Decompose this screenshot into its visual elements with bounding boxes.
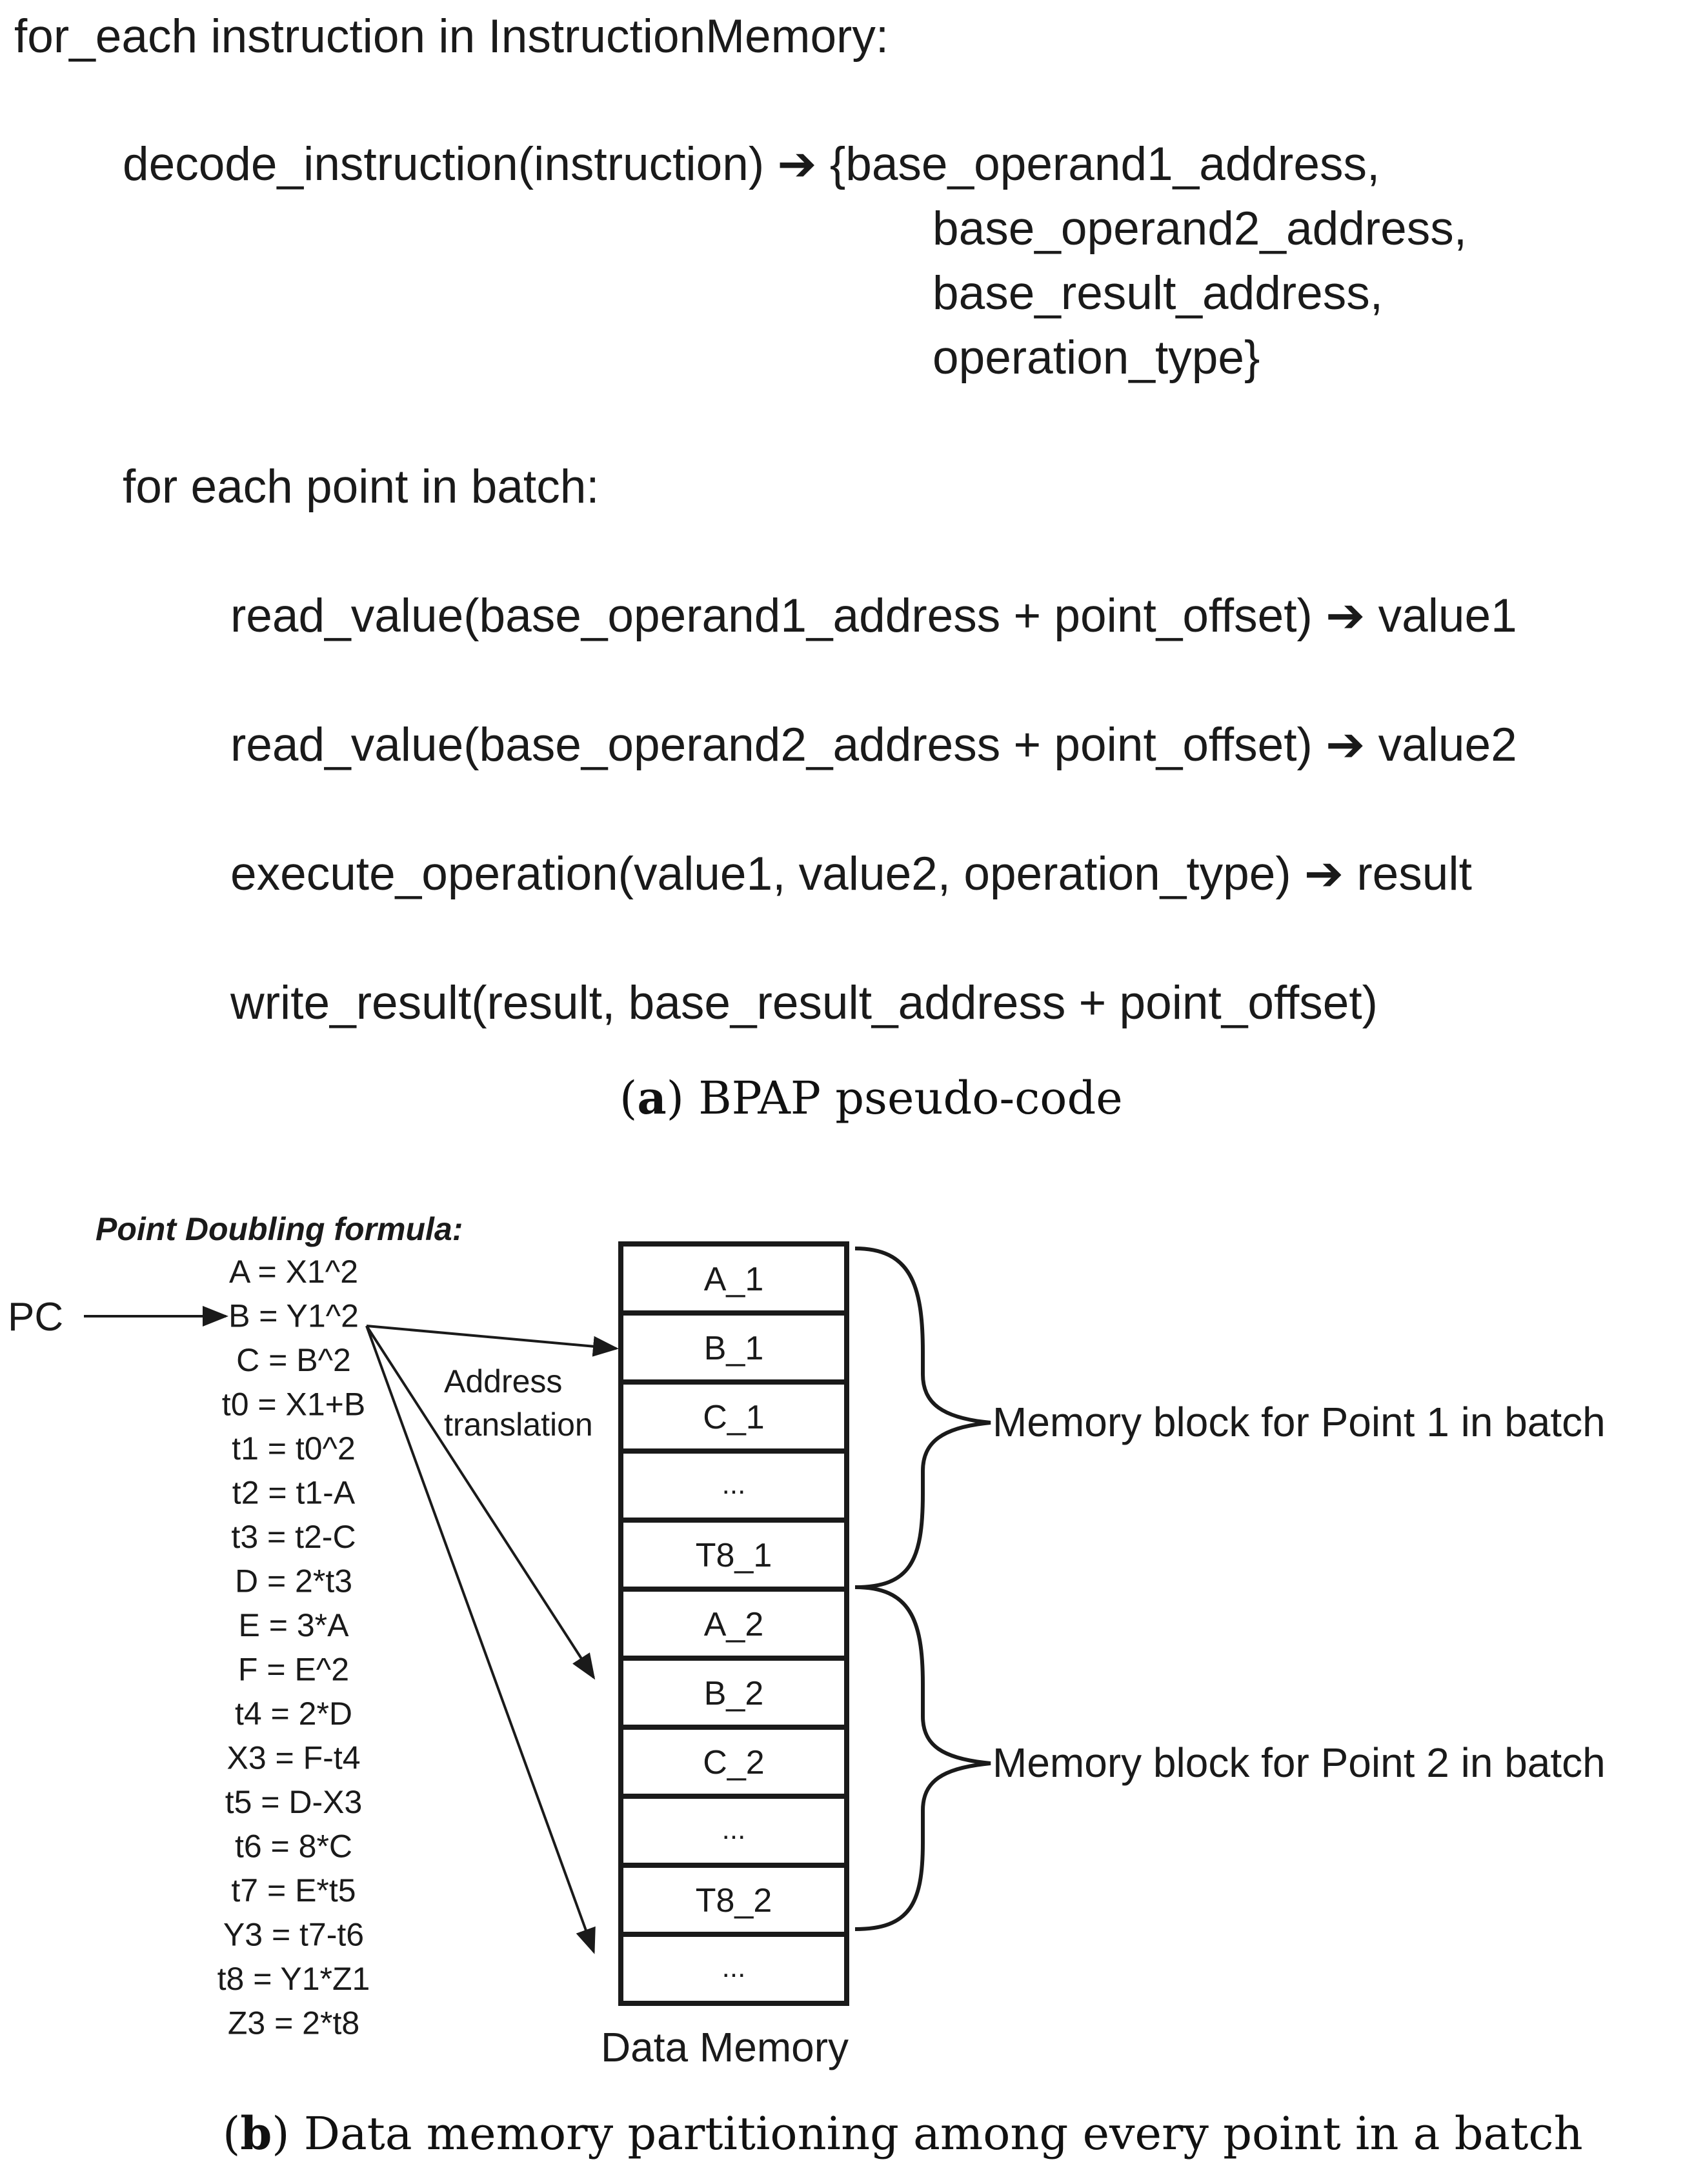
- address-translation-label-1: Address: [444, 1363, 562, 1399]
- formula-line: t7 = E*t5: [231, 1872, 356, 1908]
- memory-cell-label: T8_2: [696, 1882, 772, 1919]
- code-line-write-result: write_result(result, base_result_address…: [230, 977, 1378, 1029]
- formula-line: B = Y1^2: [228, 1298, 359, 1334]
- caption-b-text: Data memory partitioning among every poi…: [289, 2107, 1583, 2160]
- formula-line: t1 = t0^2: [232, 1430, 356, 1467]
- memory-cell-label: C_1: [703, 1399, 764, 1436]
- formula-line: E = 3*A: [239, 1607, 350, 1643]
- caption-a-text: BPAP pseudo-code: [683, 1072, 1123, 1125]
- memory-cell-label: ...: [722, 1952, 746, 1983]
- memory-cell-label: C_2: [703, 1744, 764, 1781]
- code-line-outer-loop: for_each instruction in InstructionMemor…: [14, 10, 889, 63]
- memory-cell-label: B_1: [704, 1330, 764, 1367]
- memory-cell-label: A_2: [704, 1606, 764, 1643]
- memory-cell-label: B_2: [704, 1675, 764, 1712]
- code-line-decode-out2: base_operand2_address,: [933, 203, 1467, 255]
- formula-line: A = X1^2: [229, 1254, 358, 1290]
- block-label-point-1: Memory block for Point 1 in batch: [993, 1399, 1606, 1445]
- caption-b-letter: b: [240, 2107, 272, 2160]
- translation-arrow-next: [365, 1325, 596, 1954]
- code-line-execute: execute_operation(value1, value2, operat…: [230, 848, 1472, 900]
- memory-cell: [618, 1794, 849, 1868]
- translation-arrow-b1: [366, 1325, 619, 1357]
- formula-line: t2 = t1-A: [232, 1475, 356, 1511]
- code-line-decode: decode_instruction(instruction) ➔ {base_…: [123, 138, 1380, 190]
- code-line-inner-loop: for each point in batch:: [123, 461, 600, 513]
- caption-a: (a) BPAP pseudo-code: [620, 1071, 1123, 1125]
- brace-point-1: [854, 1247, 991, 1589]
- formula-line: X3 = F-t4: [227, 1740, 360, 1776]
- pc-label: PC: [8, 1295, 63, 1339]
- caption-a-letter: a: [637, 1071, 667, 1125]
- formula-line: C = B^2: [236, 1342, 351, 1378]
- code-line-decode-out4: operation_type}: [933, 332, 1260, 384]
- block-label-point-2: Memory block for Point 2 in batch: [993, 1739, 1606, 1786]
- data-memory-label: Data Memory: [601, 2024, 849, 2070]
- formula-line: t8 = Y1*Z1: [217, 1961, 370, 1997]
- formula-line: Z3 = 2*t8: [228, 2005, 359, 2041]
- code-line-read-operand2: read_value(base_operand2_address + point…: [230, 719, 1517, 771]
- code-line-decode-out3: base_result_address,: [933, 267, 1383, 319]
- address-translation-label-2: translation: [444, 1407, 593, 1443]
- memory-cell-label: ...: [722, 1468, 746, 1500]
- formula-line: t5 = D-X3: [225, 1784, 363, 1820]
- code-line-read-operand1: read_value(base_operand1_address + point…: [230, 590, 1517, 642]
- formula-line: Y3 = t7-t6: [223, 1917, 364, 1953]
- formula-line: F = E^2: [238, 1652, 349, 1688]
- memory-cell: [618, 1518, 849, 1592]
- formula-line: t4 = 2*D: [235, 1696, 352, 1732]
- memory-cell-label: A_1: [704, 1261, 764, 1298]
- memory-cell: [618, 1932, 849, 2006]
- formula-line: t3 = t2-C: [231, 1519, 356, 1555]
- memory-cell-label: ...: [722, 1814, 746, 1845]
- memory-cell: [618, 1241, 849, 1316]
- formula-line: D = 2*t3: [235, 1563, 352, 1599]
- formula-line: t6 = 8*C: [235, 1828, 352, 1865]
- caption-b: (b) Data memory partitioning among every…: [223, 2107, 1583, 2160]
- translation-arrow-b2: [365, 1325, 596, 1680]
- data-memory-cells: A_1B_1C_1... T8_1A_2B_2C_2... T8_2...: [618, 1241, 849, 2006]
- brace-point-2: [854, 1585, 991, 1931]
- memory-cell-label: T8_1: [696, 1537, 772, 1574]
- memory-cell: [618, 1656, 849, 1730]
- formula-title: Point Doubling formula:: [96, 1211, 463, 1247]
- formula-line: t0 = X1+B: [222, 1387, 365, 1423]
- formula-list: A = X1^2 B = Y1^2 C = B^2 t0 = X1+B t1 = t0^…: [217, 1254, 370, 2041]
